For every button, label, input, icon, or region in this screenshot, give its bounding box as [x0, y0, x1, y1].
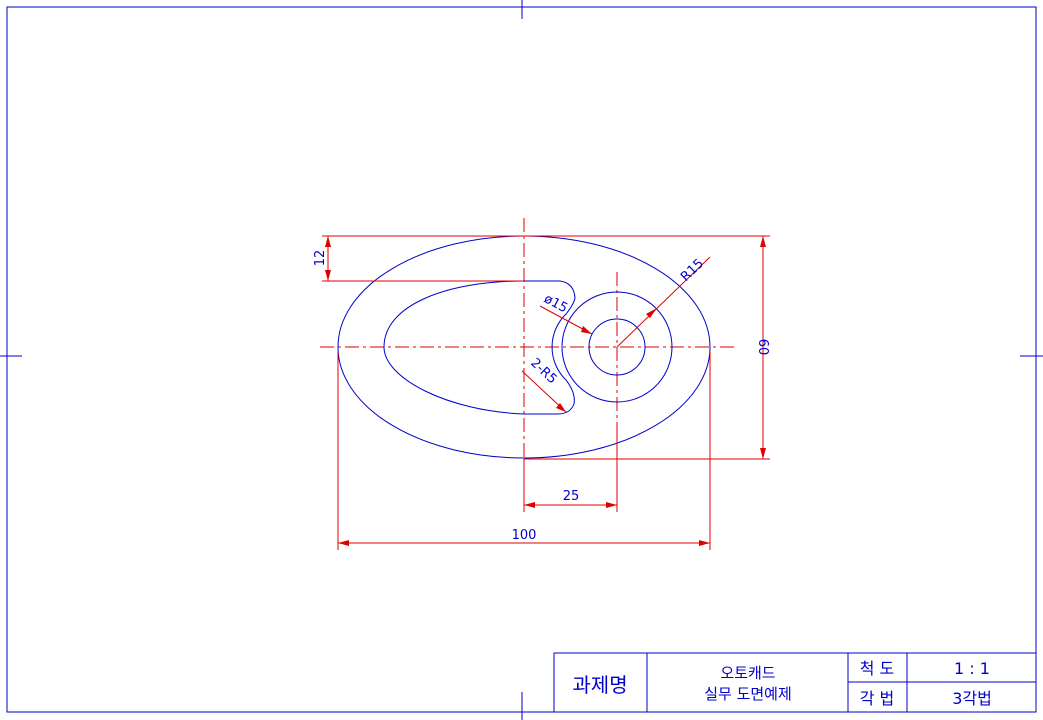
arrow-60-top	[760, 236, 766, 247]
title-block: 과제명 오토캐드 실무 도면예제 척 도 1 : 1 각 법 3각법	[553, 652, 1037, 713]
center-lines	[320, 218, 735, 478]
inner-slot-profile	[383, 280, 576, 415]
arrow-12-bottom	[325, 270, 331, 281]
arrow-100-left	[338, 540, 349, 546]
leader-r15	[616, 256, 711, 348]
arrow-60-bottom	[760, 448, 766, 459]
dim-text-12: 12	[313, 250, 328, 267]
border-rect	[6, 6, 1037, 713]
arrow-r15	[646, 308, 657, 318]
arrow-25-right	[606, 502, 617, 508]
project-name-line2: 실무 도면예제	[704, 685, 792, 703]
scale-label: 척 도	[860, 659, 895, 678]
projection-value: 3각법	[952, 689, 992, 708]
dimension-lines	[322, 235, 770, 550]
dim-text-60: 60	[755, 339, 770, 356]
dim-text-r15: R15	[678, 256, 707, 285]
scale-value: 1 : 1	[954, 659, 990, 678]
hole-circle-d15	[588, 318, 646, 376]
arrow-12-top	[325, 236, 331, 247]
part-outline	[337, 235, 711, 459]
arrow-25-left	[524, 502, 535, 508]
dim-text-2r5: 2-R5	[527, 356, 559, 388]
projection-label: 각 법	[860, 689, 895, 708]
project-name-line1: 오토캐드	[720, 664, 775, 682]
arrow-100-right	[699, 540, 710, 546]
boss-circle-r15	[561, 291, 673, 403]
dimension-texts: 12 60 R15 ø15 2-R5 25 100	[313, 250, 770, 543]
arrow-2r5	[556, 403, 566, 412]
dim-text-d15: ø15	[541, 292, 570, 317]
project-label: 과제명	[572, 673, 627, 697]
arrow-d15	[581, 326, 592, 334]
dimension-arrows	[325, 236, 766, 546]
dim-text-25: 25	[563, 489, 580, 504]
dim-text-100: 100	[512, 528, 537, 543]
